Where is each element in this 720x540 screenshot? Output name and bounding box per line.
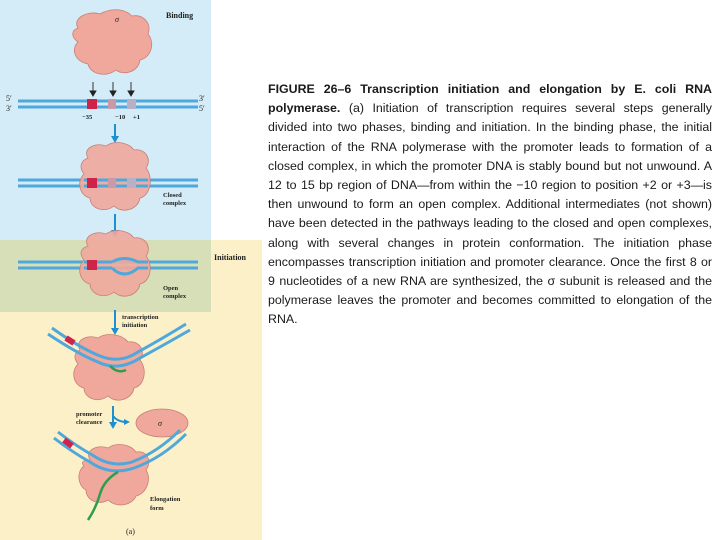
three-prime-left: 3′ <box>6 104 12 113</box>
rna-polymerase-free <box>72 9 153 75</box>
open-complex-label-2: complex <box>163 293 187 300</box>
minus10-label: −10 <box>115 114 125 121</box>
released-sigma <box>135 408 189 438</box>
binding-arrows <box>89 82 135 97</box>
step-arrow-4 <box>109 406 130 429</box>
plus1-label: +1 <box>133 114 140 121</box>
binding-stage-label: Binding <box>166 11 193 20</box>
three-prime-right: 3′ <box>199 94 205 103</box>
released-sigma-label: σ <box>158 419 163 428</box>
promoter-clearance-label-1: promoter <box>76 411 102 418</box>
promoter-clearance-label-2: clearance <box>76 419 102 426</box>
closed-complex-label-2: complex <box>163 200 187 207</box>
transcription-initiation-label-2: initiation <box>122 322 148 329</box>
closed-complex-label-1: Closed <box>163 192 182 199</box>
elongation-complex <box>53 428 188 521</box>
figure-caption: FIGURE 26–6 Transcription initiation and… <box>268 80 712 330</box>
step-arrow-3 <box>111 310 119 335</box>
initiation-stage-label: Initiation <box>214 253 247 262</box>
caption-title: FIGURE 26–6 Transcription initiation and… <box>268 82 712 116</box>
elongation-form-label-2: form <box>150 505 164 512</box>
sigma-label: σ <box>115 15 120 24</box>
elongation-form-label-1: Elongation <box>150 496 181 503</box>
minus35-label: −35 <box>82 114 93 121</box>
step-arrow-1 <box>111 124 119 143</box>
five-prime-left: 5′ <box>6 94 12 103</box>
open-complex <box>18 230 198 297</box>
closed-complex <box>18 142 198 211</box>
five-prime-right: 5′ <box>199 104 205 113</box>
open-complex-label-1: Open <box>163 285 179 292</box>
transcription-initiation-label-1: transcription <box>122 314 159 321</box>
panel-label: (a) <box>126 527 135 536</box>
caption-body: (a) Initiation of transcription requires… <box>268 101 712 327</box>
transcription-figure: Binding Initiation σ 5′ 3′ 3′ 5′ −35 −10… <box>0 0 262 540</box>
initiation-complex <box>47 322 191 401</box>
free-dna <box>18 99 198 109</box>
